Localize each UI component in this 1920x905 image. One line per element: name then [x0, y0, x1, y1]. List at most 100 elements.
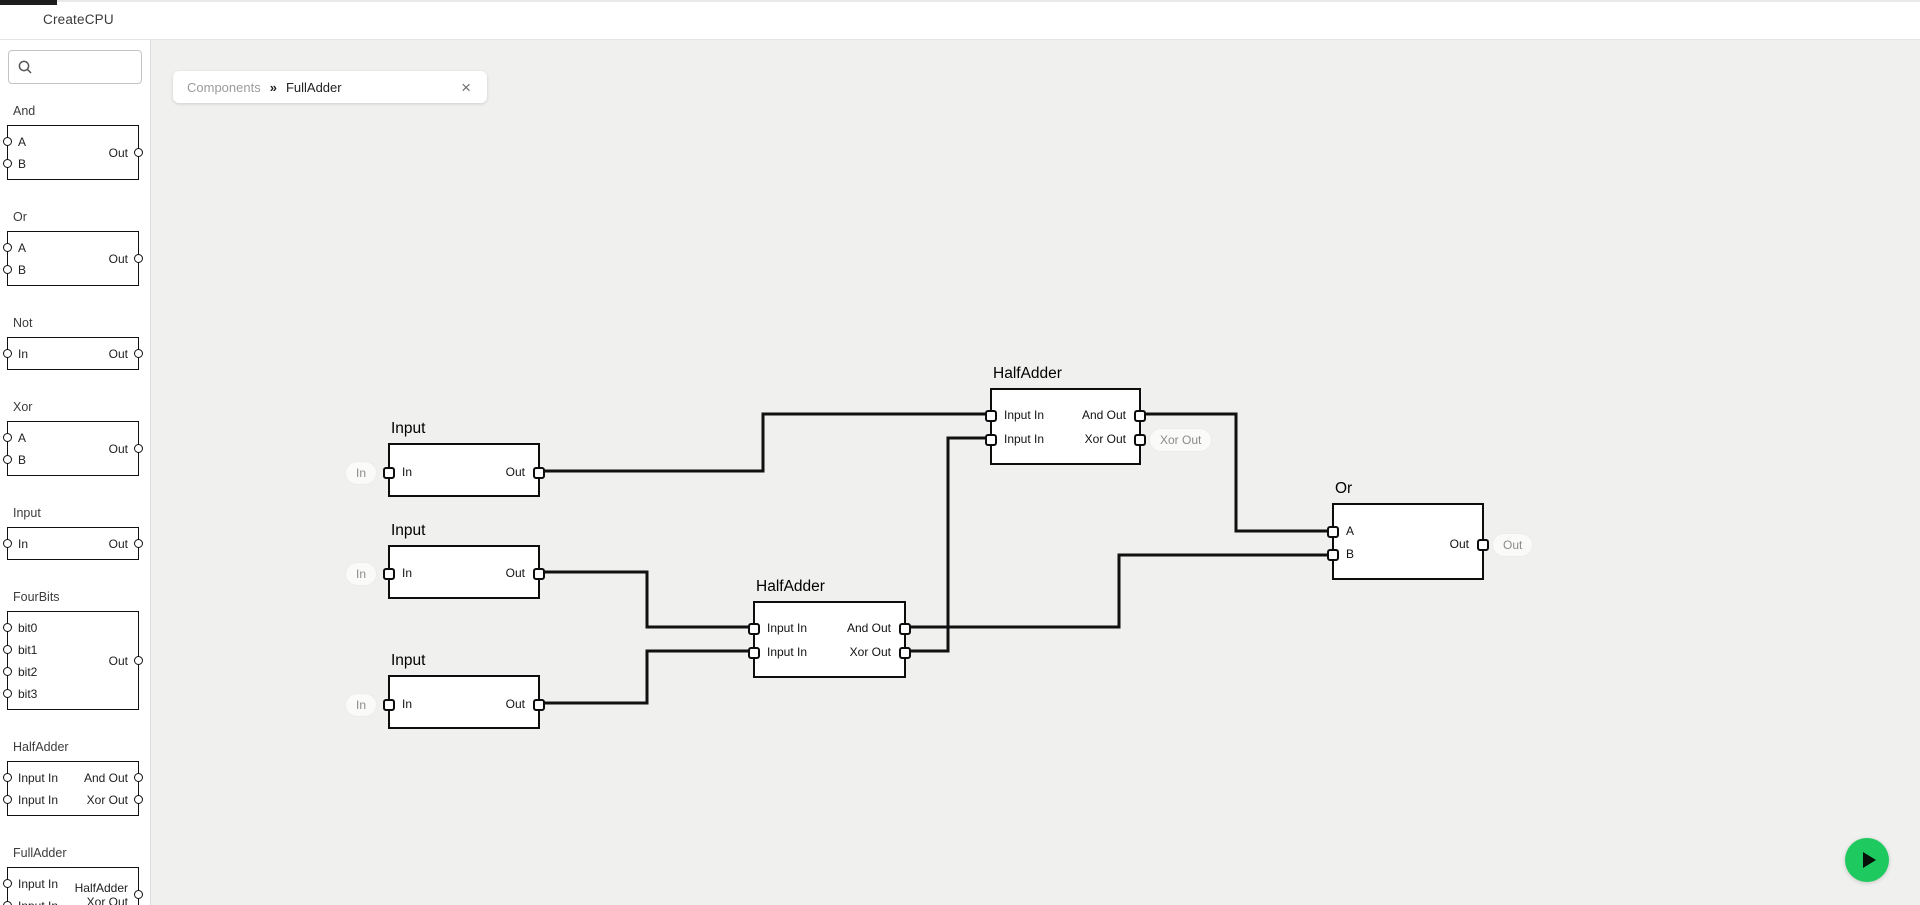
- node-title: Or: [1335, 480, 1353, 497]
- input-port-icon[interactable]: [383, 568, 395, 580]
- input-port-icon[interactable]: [383, 699, 395, 711]
- input-port-icon[interactable]: [985, 434, 997, 446]
- palette-input-row: Input In: [3, 767, 58, 789]
- palette-output-row: Out: [109, 142, 143, 164]
- palette-input-row: B: [3, 153, 26, 175]
- output-port-icon[interactable]: [1134, 410, 1146, 422]
- input-port-icon[interactable]: [748, 647, 760, 659]
- palette-input-row: A: [3, 237, 26, 259]
- palette-input-row: A: [3, 131, 27, 153]
- palette-input-row: B: [3, 449, 26, 471]
- run-button[interactable]: [1845, 838, 1889, 882]
- breadcrumb-root[interactable]: Components: [187, 79, 261, 95]
- search-input[interactable]: [33, 53, 133, 81]
- port-tag-pill: In: [345, 462, 376, 484]
- node-title: Input: [391, 522, 426, 539]
- app-header: CreateCPU: [0, 0, 1920, 40]
- palette-output-row: Out: [109, 438, 143, 460]
- input-port-label: Input In: [767, 645, 808, 659]
- palette-item-label: Or: [13, 210, 27, 224]
- output-port-label: Out: [108, 251, 128, 266]
- input-port-label: In: [402, 566, 413, 580]
- output-port-label: Out: [108, 536, 128, 551]
- output-port-icon: [134, 444, 143, 453]
- tab-fulladder[interactable]: Components » FullAdder ×: [173, 71, 487, 103]
- input-port-icon: [3, 243, 12, 252]
- output-port-label: Out: [505, 566, 525, 580]
- input-port-label: Input In: [18, 899, 58, 905]
- output-port-icon[interactable]: [899, 647, 911, 659]
- input-port-label: bit0: [18, 620, 38, 635]
- palette-output-row: Out: [109, 343, 143, 365]
- input-port-icon[interactable]: [748, 623, 760, 635]
- palette-output-row: Out: [108, 650, 143, 672]
- palette-input-row: Input In: [3, 789, 59, 811]
- input-port-icon[interactable]: [985, 410, 997, 422]
- output-port-label: And Out: [1081, 408, 1126, 422]
- input-port-label: Input In: [1004, 408, 1045, 422]
- output-port-label: HalfAdder Xor Out: [74, 880, 128, 905]
- input-port-icon: [3, 901, 12, 905]
- palette-output-row: Xor Out: [86, 789, 143, 811]
- palette-input-row: In: [3, 533, 28, 555]
- input-port-label: In: [18, 346, 29, 361]
- input-port-label: Input In: [18, 792, 59, 807]
- palette-item-box: In Out: [3, 527, 143, 560]
- palette-item-label: HalfAdder: [13, 740, 69, 754]
- output-port-label: Out: [108, 653, 128, 668]
- input-port-icon: [3, 455, 12, 464]
- palette-input-row: A: [3, 427, 26, 449]
- output-port-icon: [134, 795, 143, 804]
- output-port-icon[interactable]: [533, 699, 545, 711]
- output-port-label: Out: [1449, 537, 1469, 551]
- output-port-icon: [134, 656, 143, 665]
- palette-output-row: And Out: [84, 767, 143, 789]
- port-tag-pill: Xor Out: [1150, 429, 1212, 451]
- palette-item-label: FourBits: [13, 590, 60, 604]
- input-port-icon: [3, 623, 12, 632]
- palette-input-row: bit2: [3, 661, 37, 683]
- output-port-icon[interactable]: [533, 568, 545, 580]
- input-port-icon: [3, 667, 12, 676]
- output-port-icon: [134, 349, 143, 358]
- output-port-icon[interactable]: [899, 623, 911, 635]
- node-title: HalfAdder: [993, 365, 1062, 382]
- input-port-icon[interactable]: [1327, 549, 1339, 561]
- palette-input-row: Input In: [3, 895, 58, 905]
- palette-output-column: Out: [109, 338, 143, 369]
- output-port-label: Xor Out: [86, 792, 128, 807]
- palette-input-row: bit1: [3, 639, 37, 661]
- input-port-icon[interactable]: [1327, 526, 1339, 538]
- input-port-label: A: [1346, 524, 1355, 538]
- input-port-icon[interactable]: [383, 467, 395, 479]
- output-port-icon[interactable]: [533, 467, 545, 479]
- output-port-icon[interactable]: [1134, 434, 1146, 446]
- search-box[interactable]: [8, 50, 142, 84]
- input-port-icon: [3, 879, 12, 888]
- input-port-label: A: [18, 134, 27, 149]
- palette-item-box: In Out: [3, 337, 143, 370]
- close-icon[interactable]: ×: [461, 77, 471, 97]
- output-port-icon: [134, 890, 143, 899]
- output-port-icon[interactable]: [1477, 539, 1489, 551]
